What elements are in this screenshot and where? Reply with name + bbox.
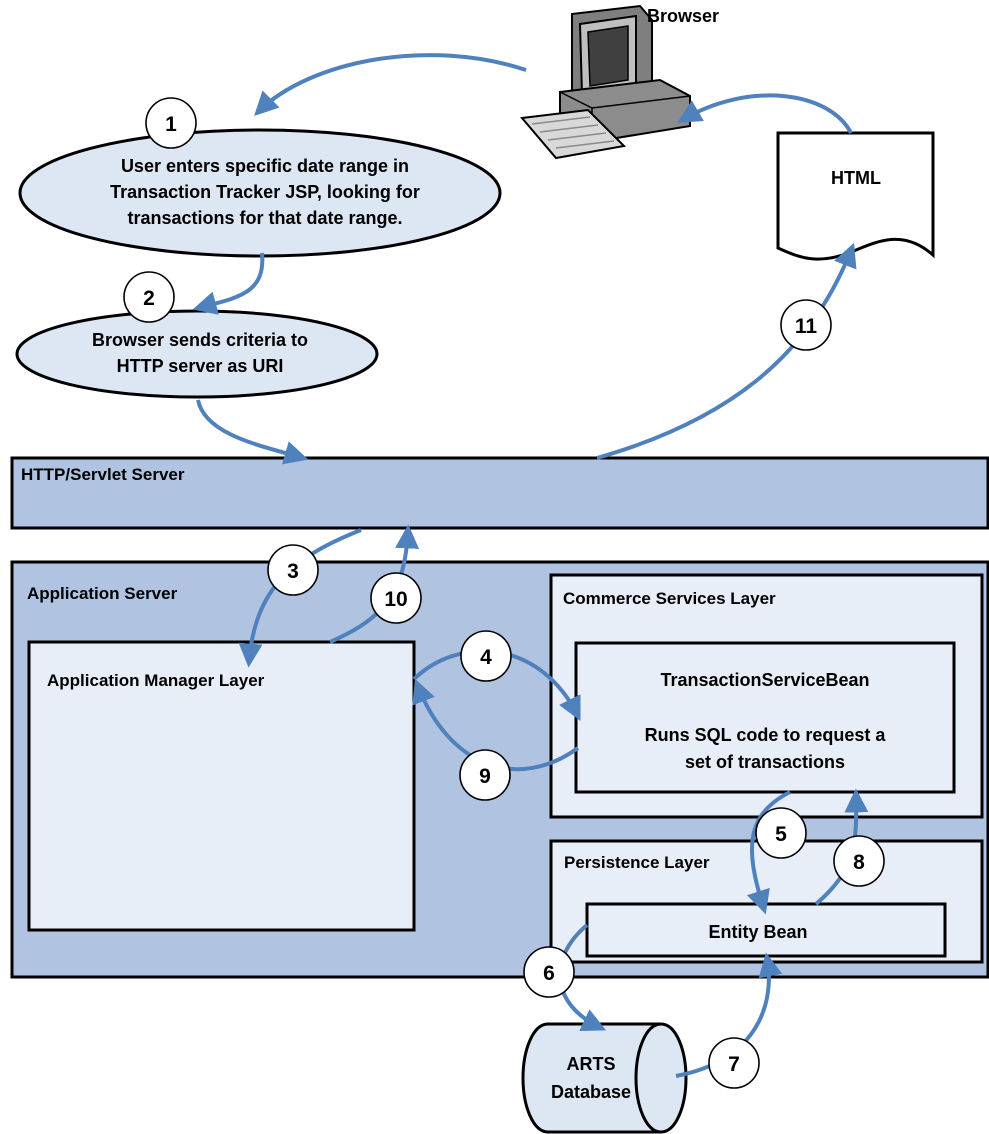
commerce-services-layer-label: Commerce Services Layer bbox=[563, 589, 776, 608]
step-11-number: 11 bbox=[795, 315, 818, 338]
entity-bean-label: Entity Bean bbox=[708, 922, 807, 942]
step-9-number-circle: 9 bbox=[459, 749, 511, 801]
step-3-number-circle: 3 bbox=[267, 544, 319, 596]
transaction-service-bean-desc-line-1: Runs SQL code to request a bbox=[645, 725, 887, 745]
arts-database-label-line-1: ARTS bbox=[567, 1054, 616, 1074]
transaction-service-bean-box bbox=[574, 641, 956, 794]
arrow-step-1-to-step-2 bbox=[192, 252, 265, 315]
step-1-number-circle: 1 bbox=[145, 97, 197, 149]
step-2-text-line-2: HTTP server as URI bbox=[117, 356, 284, 376]
step-5-number: 5 bbox=[775, 823, 787, 846]
step-6-number: 6 bbox=[543, 962, 555, 985]
step-10-number: 10 bbox=[384, 588, 407, 611]
step-4-number-circle: 4 bbox=[460, 630, 512, 682]
arrow-database-to-entity-bean bbox=[675, 952, 783, 1078]
arrow-browser-to-step-1 bbox=[254, 53, 527, 116]
transaction-service-bean-title: TransactionServiceBean bbox=[660, 670, 869, 690]
step-1-oval bbox=[18, 128, 502, 258]
application-manager-layer-box bbox=[27, 640, 416, 932]
application-server-label: Application Server bbox=[27, 584, 178, 603]
step-2-text-line-1: Browser sends criteria to bbox=[92, 330, 308, 350]
http-servlet-server-box bbox=[10, 456, 989, 530]
arts-database-cylinder bbox=[521, 1022, 688, 1134]
step-1-text-line-1: User enters specific date range in bbox=[121, 156, 409, 176]
arrow-step-2-to-http-server bbox=[196, 399, 309, 465]
step-2-oval bbox=[15, 309, 379, 399]
arrow-html-to-browser bbox=[677, 93, 853, 134]
step-1-text-line-2: Transaction Tracker JSP, looking for bbox=[110, 182, 420, 202]
transaction-service-bean-desc-line-2: set of transactions bbox=[685, 752, 845, 772]
arrow-http-server-to-html bbox=[596, 242, 857, 460]
step-8-number-circle: 8 bbox=[833, 835, 885, 887]
step-7-number-circle: 7 bbox=[708, 1037, 760, 1089]
step-7-number: 7 bbox=[728, 1053, 740, 1076]
step-2-number: 2 bbox=[143, 287, 155, 310]
step-9-number: 9 bbox=[479, 765, 491, 788]
step-10-number-circle: 10 bbox=[370, 572, 422, 624]
html-document-label: HTML bbox=[831, 168, 881, 188]
step-1-text-line-3: transactions for that date range. bbox=[127, 208, 402, 228]
browser-label: Browser bbox=[647, 6, 719, 26]
html-document-shape bbox=[776, 131, 935, 261]
computer-icon bbox=[520, 4, 691, 160]
application-manager-layer-label: Application Manager Layer bbox=[47, 671, 265, 690]
step-8-number: 8 bbox=[853, 851, 865, 874]
arts-database-label-line-2: Database bbox=[551, 1082, 631, 1102]
step-3-number: 3 bbox=[287, 560, 299, 583]
step-5-number-circle: 5 bbox=[755, 807, 807, 859]
http-servlet-server-label: HTTP/Servlet Server bbox=[21, 465, 185, 484]
step-4-number: 4 bbox=[480, 646, 492, 669]
step-1-number: 1 bbox=[165, 113, 177, 136]
step-2-number-circle: 2 bbox=[123, 271, 175, 323]
arrow-transaction-service-bean-to-entity-bean bbox=[746, 790, 791, 915]
persistence-layer-label: Persistence Layer bbox=[564, 853, 710, 872]
step-11-number-circle: 11 bbox=[780, 299, 832, 351]
step-6-number-circle: 6 bbox=[523, 946, 575, 998]
